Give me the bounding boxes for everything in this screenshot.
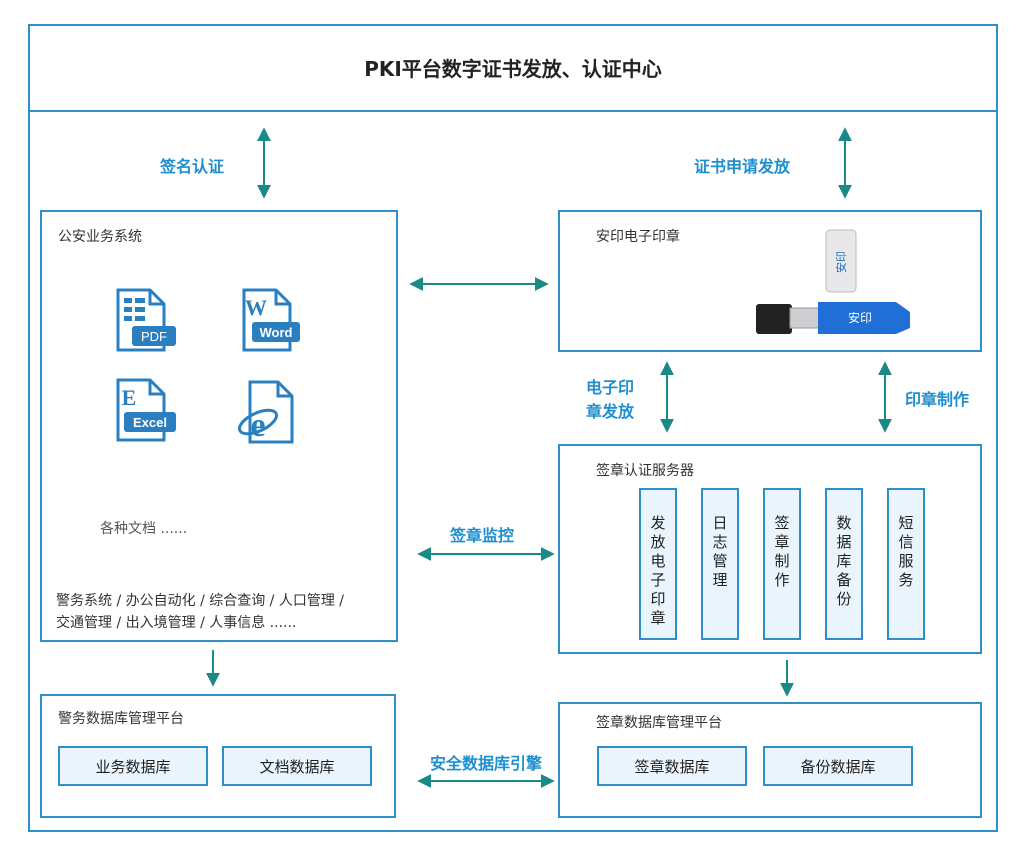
module-seal-make-label: 签章制作 xyxy=(774,514,790,589)
label-db-engine: 安全数据库引擎 xyxy=(430,754,543,773)
label-seal-issue: 电子印 章发放 xyxy=(586,376,634,424)
document-db-box: 文档数据库 xyxy=(222,746,372,786)
module-sms: 短信服务 xyxy=(887,488,925,640)
usb-brand: 安印 xyxy=(848,310,872,325)
label-seal-issue-line2: 章发放 xyxy=(586,402,635,421)
seal-db-title: 签章数据库管理平台 xyxy=(596,715,722,731)
module-sms-label: 短信服务 xyxy=(898,514,914,589)
word-icon: W Word xyxy=(242,288,300,352)
svg-text:E: E xyxy=(122,385,137,410)
excel-icon: E Excel xyxy=(116,378,176,442)
module-issue-seal: 发放电子印章 xyxy=(639,488,677,640)
anyin-seal-title: 安印电子印章 xyxy=(596,229,680,245)
label-seal-monitor: 签章监控 xyxy=(450,526,515,545)
module-seal-make: 签章制作 xyxy=(763,488,801,640)
police-system-panel: 公安业务系统 PDF W Word E Excel e 各种文档 ...... … xyxy=(40,210,398,642)
pdf-icon: PDF xyxy=(116,288,176,352)
page-title: PKI平台数字证书发放、认证中心 xyxy=(364,56,662,81)
police-db-title: 警务数据库管理平台 xyxy=(58,711,184,727)
seal-db-box: 签章数据库 xyxy=(597,746,747,786)
police-system-title: 公安业务系统 xyxy=(58,229,142,245)
anyin-seal-panel: 安印电子印章 安印 安印 xyxy=(558,210,982,352)
police-system-desc-line1: 警务系统 / 办公自动化 / 综合查询 / 人口管理 / xyxy=(56,593,345,609)
module-log-mgmt: 日志管理 xyxy=(701,488,739,640)
label-cert-issue: 证书申请发放 xyxy=(694,157,791,176)
label-sign-auth: 签名认证 xyxy=(160,157,225,176)
doc-caption: 各种文档 ...... xyxy=(100,521,188,537)
module-db-backup-label: 数据库备份 xyxy=(836,514,852,608)
module-log-mgmt-label: 日志管理 xyxy=(712,514,728,589)
svg-text:W: W xyxy=(245,295,267,320)
module-db-backup: 数据库备份 xyxy=(825,488,863,640)
svg-text:e: e xyxy=(250,407,265,444)
seal-server-title: 签章认证服务器 xyxy=(596,463,694,479)
ie-icon: e xyxy=(238,380,294,444)
excel-icon-label: Excel xyxy=(133,415,167,430)
word-icon-label: Word xyxy=(260,325,293,340)
header-band: PKI平台数字证书发放、认证中心 xyxy=(28,24,998,112)
usb-key-icon: 安印 安印 xyxy=(756,229,910,334)
police-system-desc-line2: 交通管理 / 出入境管理 / 人事信息 ...... xyxy=(56,615,297,631)
outer-frame xyxy=(28,24,998,832)
label-seal-issue-line1: 电子印 xyxy=(586,378,635,397)
module-issue-seal-label: 发放电子印章 xyxy=(650,514,666,627)
pdf-icon-label: PDF xyxy=(141,329,167,344)
business-db-box: 业务数据库 xyxy=(58,746,208,786)
backup-db-box: 备份数据库 xyxy=(763,746,913,786)
usb-brand-vertical: 安印 xyxy=(834,251,848,273)
label-seal-make: 印章制作 xyxy=(905,390,970,409)
